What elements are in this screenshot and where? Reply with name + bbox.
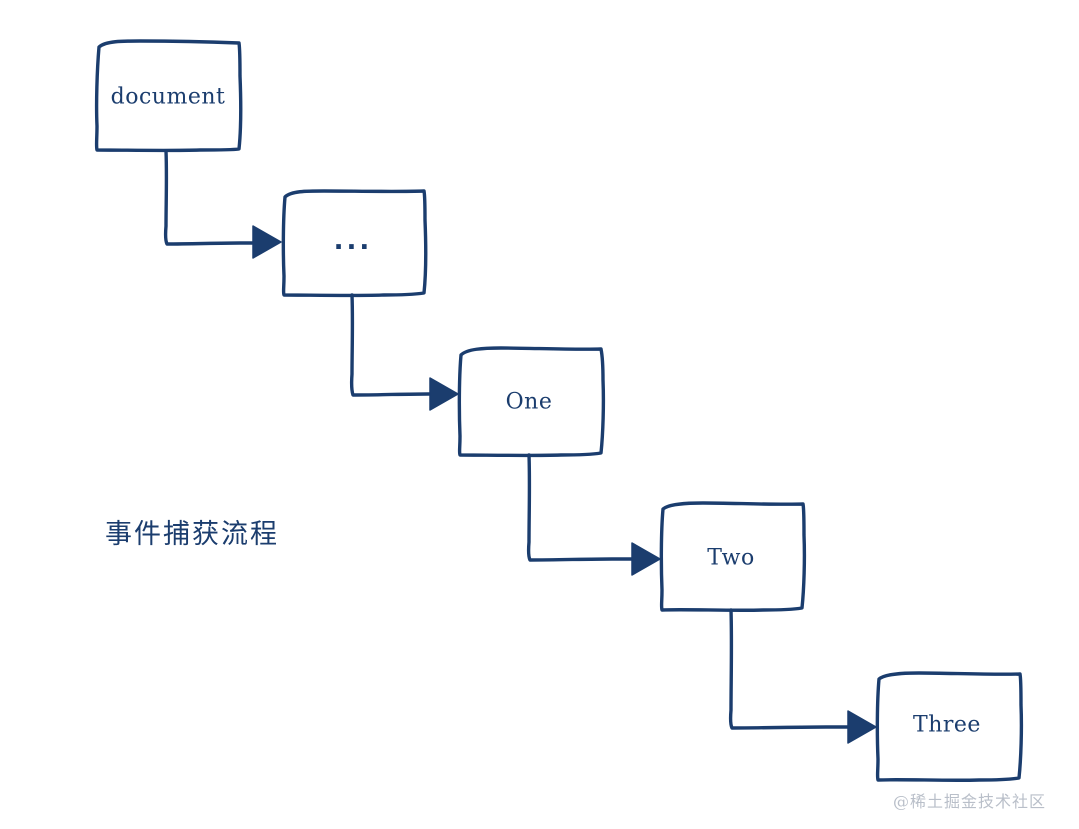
arrowhead-icon-one-two [631,542,661,576]
edge-line-document-ellipsis [163,149,268,246]
edge-line-ellipsis-one [349,293,454,397]
arrowhead-icon-ellipsis-one [429,377,459,411]
node-box-document[interactable] [94,39,243,153]
edge-one-two[interactable] [526,453,661,576]
node-two[interactable] [659,501,807,612]
node-three[interactable] [875,671,1024,782]
edge-two-three[interactable] [728,608,877,744]
edge-line-two-three [728,608,858,730]
watermark-text: @稀土掘金技术社区 [893,792,1047,811]
node-box-two[interactable] [659,501,807,612]
node-one[interactable] [457,346,606,458]
edge-ellipsis-one[interactable] [349,293,459,411]
diagram-caption: 事件捕获流程 [105,519,279,550]
node-box-ellipsis[interactable] [281,189,428,298]
node-ellipsis[interactable] [281,189,428,298]
node-box-three[interactable] [875,671,1024,782]
arrowhead-icon-document-ellipsis [252,225,282,259]
edge-line-one-two [526,453,638,562]
node-box-one[interactable] [457,346,606,458]
edge-document-ellipsis[interactable] [163,149,282,259]
node-document[interactable] [94,39,243,153]
arrowhead-icon-two-three [847,710,877,744]
